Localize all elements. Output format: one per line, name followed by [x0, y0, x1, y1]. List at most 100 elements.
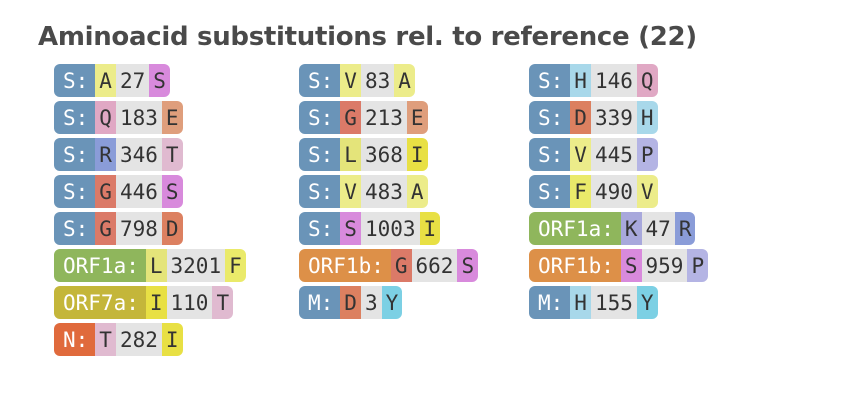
- ref-aminoacid: R: [95, 138, 116, 171]
- position: 47: [641, 212, 675, 245]
- ref-aminoacid: D: [340, 286, 361, 319]
- query-aminoacid: A: [394, 64, 415, 97]
- query-aminoacid: I: [406, 138, 428, 171]
- query-aminoacid: D: [161, 212, 183, 245]
- gene-label: ORF1a:: [529, 212, 621, 245]
- position: 3201: [166, 249, 226, 282]
- query-aminoacid: S: [161, 175, 183, 208]
- page-title: Aminoacid substitutions rel. to referenc…: [38, 22, 697, 52]
- ref-aminoacid: G: [390, 249, 412, 282]
- position: 445: [590, 138, 637, 171]
- position: 483: [360, 175, 407, 208]
- gene-label: M:: [299, 286, 341, 319]
- position: 959: [641, 249, 688, 282]
- ref-aminoacid: A: [95, 64, 116, 97]
- gene-label: S:: [299, 101, 341, 134]
- query-aminoacid: Y: [636, 286, 658, 319]
- query-aminoacid: R: [674, 212, 696, 245]
- query-aminoacid: V: [636, 175, 658, 208]
- ref-aminoacid: V: [340, 64, 361, 97]
- position: 446: [115, 175, 162, 208]
- position: 183: [115, 101, 162, 134]
- gene-label: S:: [54, 175, 96, 208]
- position: 1003: [360, 212, 420, 245]
- query-aminoacid: P: [636, 138, 658, 171]
- gene-label: S:: [54, 138, 96, 171]
- gene-label: S:: [299, 138, 341, 171]
- position: 110: [166, 286, 213, 319]
- gene-label: S:: [529, 101, 571, 134]
- position: 490: [590, 175, 637, 208]
- ref-aminoacid: F: [570, 175, 591, 208]
- query-aminoacid: T: [161, 138, 183, 171]
- position: 27: [115, 64, 150, 97]
- gene-label: S:: [54, 64, 96, 97]
- position: 798: [115, 212, 162, 245]
- gene-label: N:: [54, 323, 96, 356]
- ref-aminoacid: G: [340, 101, 361, 134]
- ref-aminoacid: H: [570, 64, 591, 97]
- query-aminoacid: Y: [381, 286, 403, 319]
- gene-label: S:: [529, 64, 571, 97]
- query-aminoacid: E: [161, 101, 183, 134]
- query-aminoacid: P: [687, 249, 709, 282]
- gene-label: ORF7a:: [54, 286, 146, 319]
- ref-aminoacid: H: [570, 286, 591, 319]
- gene-label: ORF1b:: [299, 249, 391, 282]
- ref-aminoacid: K: [620, 212, 642, 245]
- ref-aminoacid: T: [95, 323, 116, 356]
- ref-aminoacid: G: [95, 212, 116, 245]
- gene-label: S:: [54, 101, 96, 134]
- ref-aminoacid: I: [145, 286, 167, 319]
- query-aminoacid: E: [406, 101, 428, 134]
- query-aminoacid: Q: [636, 64, 658, 97]
- gene-label: ORF1b:: [529, 249, 621, 282]
- ref-aminoacid: S: [340, 212, 361, 245]
- ref-aminoacid: V: [570, 138, 591, 171]
- position: 368: [360, 138, 407, 171]
- query-aminoacid: T: [212, 286, 234, 319]
- gene-label: ORF1a:: [54, 249, 146, 282]
- ref-aminoacid: V: [340, 175, 361, 208]
- ref-aminoacid: G: [95, 175, 116, 208]
- query-aminoacid: H: [636, 101, 658, 134]
